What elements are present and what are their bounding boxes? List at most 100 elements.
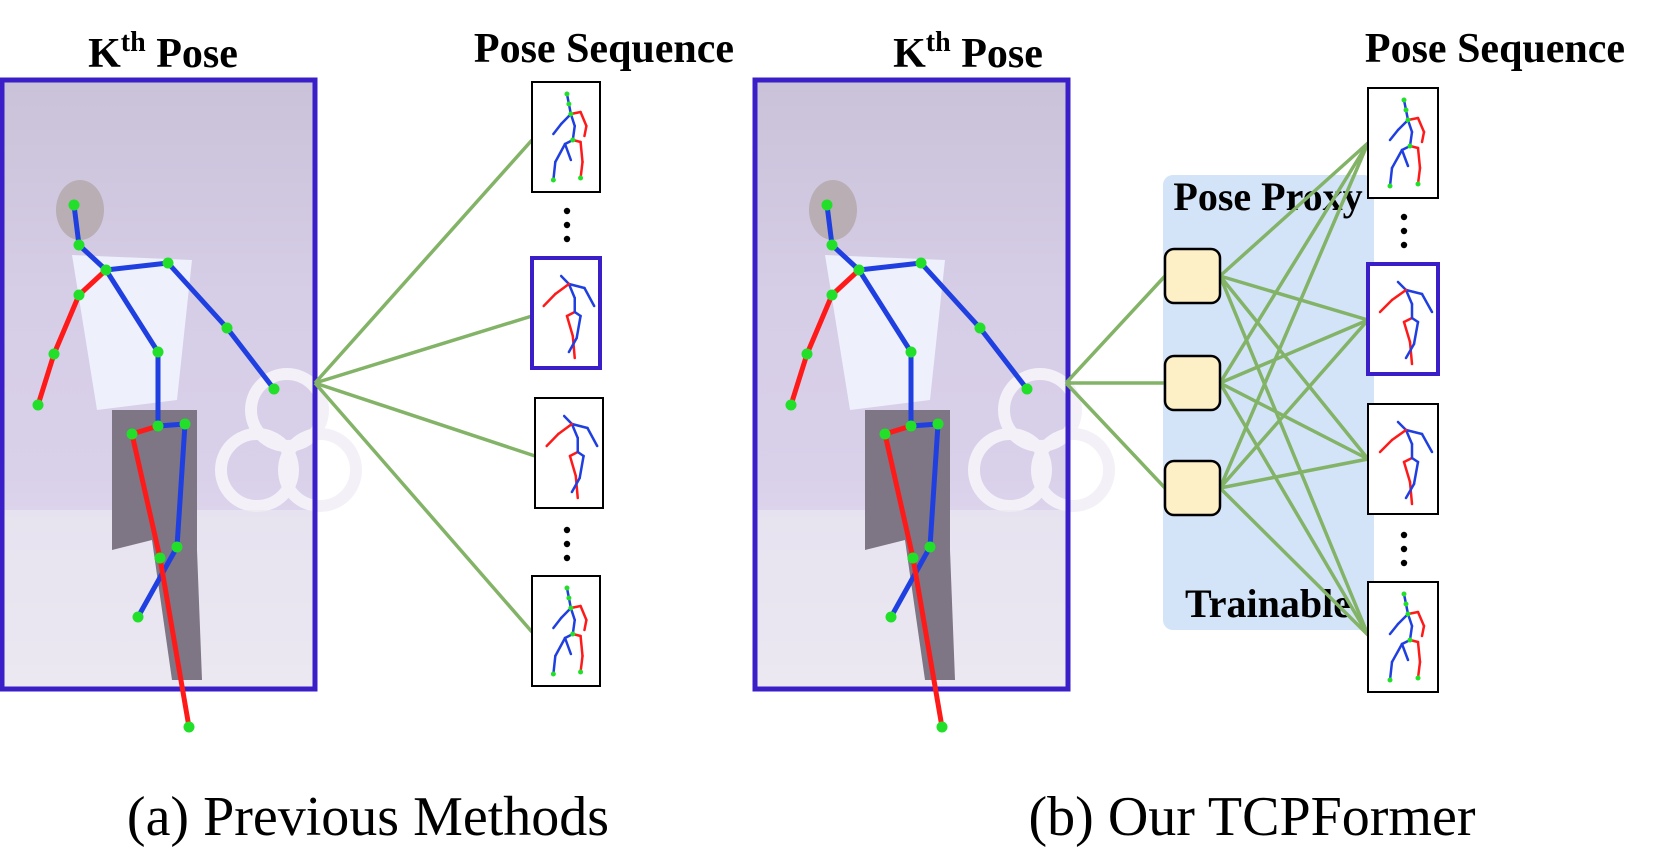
panel-b-pose-thumb-1-bone [1420, 292, 1434, 314]
panel-a-pose-thumb-2-bone [562, 414, 574, 426]
panel-b-proxy-link [1218, 275, 1370, 636]
panel-b-ellipsis-dot [1400, 545, 1408, 553]
panel-b-pose-thumb-0-joint [1407, 143, 1413, 149]
panel-a-pose-thumb-0-bone [583, 124, 588, 138]
panel-b-skeleton-joint [907, 552, 919, 564]
panel-a-skater-photo [0, 77, 362, 733]
panel-b-caption: (b) Our TCPFormer [1029, 786, 1476, 848]
panel-a-pose-thumb-0-joint [550, 177, 556, 183]
panel-a: Kth Pose Pose Sequence (a) Previous Meth… [0, 26, 734, 848]
panel-a-pose-thumb-2-frame [534, 397, 604, 509]
panel-b-pose-thumb-1-bone [1390, 288, 1408, 302]
panel-b-skeleton-bone [977, 325, 1030, 392]
panel-b-skeleton-joint [885, 611, 897, 623]
panel-a-torso-silhouette [72, 255, 192, 410]
panel-b-pose-thumb-0-bone [1416, 116, 1426, 134]
panel-b-pose-thumb-3-joint [1401, 591, 1407, 597]
panel-a-ellipsis-dot [563, 554, 571, 562]
panel-b-ellipsis-dot [1400, 213, 1408, 221]
panel-a-pose-thumb-3-bone [583, 618, 588, 632]
panel-a-olympic-ring-1 [215, 428, 299, 512]
panel-b-skeleton-joint [879, 428, 891, 440]
panel-a-skeleton-bone [103, 260, 171, 273]
pose-proxy-tokens [1163, 247, 1222, 517]
panel-a-skeleton-joint [171, 541, 183, 553]
panel-a-skeleton-joint [152, 346, 164, 358]
panel-b-proxy-link [1218, 274, 1370, 461]
panel-b-pose-thumb-2-bone [1390, 428, 1408, 442]
panel-a-skeleton-bone [129, 431, 163, 561]
panel-b-skeleton-bone [888, 544, 933, 620]
panel-b-pose-thumb-3-bone [1400, 642, 1410, 662]
panel-b-olympic-ring-1 [968, 428, 1052, 512]
panel-b-proxy-link [1219, 381, 1369, 461]
panel-a-head-silhouette [56, 180, 104, 240]
panel-a-skeleton-joint [221, 322, 233, 334]
panel-a-skeleton-joint [126, 428, 138, 440]
panel-a-pose-thumb-3-joint [566, 595, 572, 601]
panel-b-pose-thumb-1-bone [1396, 280, 1408, 292]
panel-a-connection-line [313, 138, 534, 385]
panel-a-pose-thumb-3-bone [554, 636, 567, 658]
panel-a-pose-thumb-0-bone [552, 160, 557, 182]
panel-a-pose-thumb-3-bone [552, 616, 563, 630]
panel-a-pose-thumb-3-bone [579, 654, 584, 674]
panel-b-skeleton-bone [856, 260, 924, 273]
panel-b-pose-thumb-3-bone [1416, 610, 1426, 628]
panel-a-pose-thumb-2-bone [557, 422, 574, 436]
panel-a-pose-thumb-1-bone [567, 336, 578, 354]
panel-b-pose-thumb-1-bone [1412, 320, 1420, 346]
panel-a-pose-thumb-0-bone [552, 122, 563, 136]
panel-a-pose-thumb-1-bone [565, 314, 575, 338]
panel-b-proxy-link [1218, 142, 1370, 384]
panel-a-pose-thumb-0-bone [579, 110, 588, 128]
panel-a-connection-line [313, 381, 534, 634]
panel-b-skeleton-bone [804, 292, 835, 357]
panel-a-pose-thumb-3-bone [552, 654, 557, 676]
panel-b-pose-thumb-1-frame [1366, 262, 1440, 376]
panel-b-skeleton-joint [801, 348, 813, 360]
panel-b-pose-thumb-0-joint [1401, 97, 1407, 103]
panel-b-pose-thumb-0-bone [1400, 148, 1410, 168]
panel-a-pose-thumb-0-joint [578, 175, 584, 181]
panel-b-ellipsis-dot [1400, 531, 1408, 539]
panel-a-pose-thumb-1-bone [575, 314, 582, 340]
panel-a-skeleton-joint [100, 264, 112, 276]
panel-b-skeleton-joint [826, 239, 838, 251]
panel-b-proxy-link [1219, 457, 1369, 490]
panel-b-skeleton-bone [829, 242, 862, 273]
panel-b-pose-thumb-2-bone [1402, 460, 1412, 484]
panel-b-pose-thumb-0-bone [1388, 166, 1394, 188]
panel-b-skeleton-bone [829, 267, 862, 298]
panel-a-skeleton-bone [76, 242, 109, 273]
panel-a-pose-thumb-3-bone [579, 604, 588, 622]
panel-b-proxy-link [1218, 318, 1370, 490]
panel-b-pose-thumb-2-bone [1396, 420, 1408, 432]
panel-b-proxy-link [1218, 486, 1370, 637]
panel-a-pose-thumb-0-bone [563, 142, 573, 162]
panel-b-skeleton-bone [824, 202, 835, 248]
panel-b-ellipsis-dot [1400, 241, 1408, 249]
panel-a-ellipsis-dot [563, 235, 571, 243]
panel-b-pose-thumb-3-bone [1416, 640, 1422, 664]
panel-a-pose-thumb-0-frame [531, 81, 601, 193]
panel-b-skeleton-joint [1021, 383, 1033, 395]
panel-a-skeleton-joint [32, 399, 44, 411]
panel-b-skeleton-bone [856, 267, 914, 355]
panel-a-pose-thumb-3-joint [550, 671, 556, 677]
panel-a-skeleton-joint [48, 348, 60, 360]
panel-b-pose-thumb-2-bone [1420, 432, 1434, 454]
panel-b-kth-pose-title: Kth Pose [893, 27, 1043, 77]
panel-a-pose-thumb-1-bone [567, 282, 586, 290]
panel-b-skeleton-bone [882, 431, 916, 561]
panel-b-pose-thumb-0-joint [1403, 107, 1409, 113]
panel-b-ellipsis-dot [1400, 227, 1408, 235]
panel-b-pose-thumb-2-bone [1412, 460, 1420, 486]
panel-b-torso-silhouette [825, 255, 945, 410]
panel-a-ellipsis-dot [563, 207, 571, 215]
panel-a-skeleton-bone [135, 544, 180, 620]
panel-b-pose-thumb-3-joint [1405, 611, 1411, 617]
panel-b-pose-thumb-3-joint [1387, 677, 1393, 683]
panel-b-skeleton-joint [826, 289, 838, 301]
panel-b-pose-thumb-1-bone [1404, 342, 1416, 360]
